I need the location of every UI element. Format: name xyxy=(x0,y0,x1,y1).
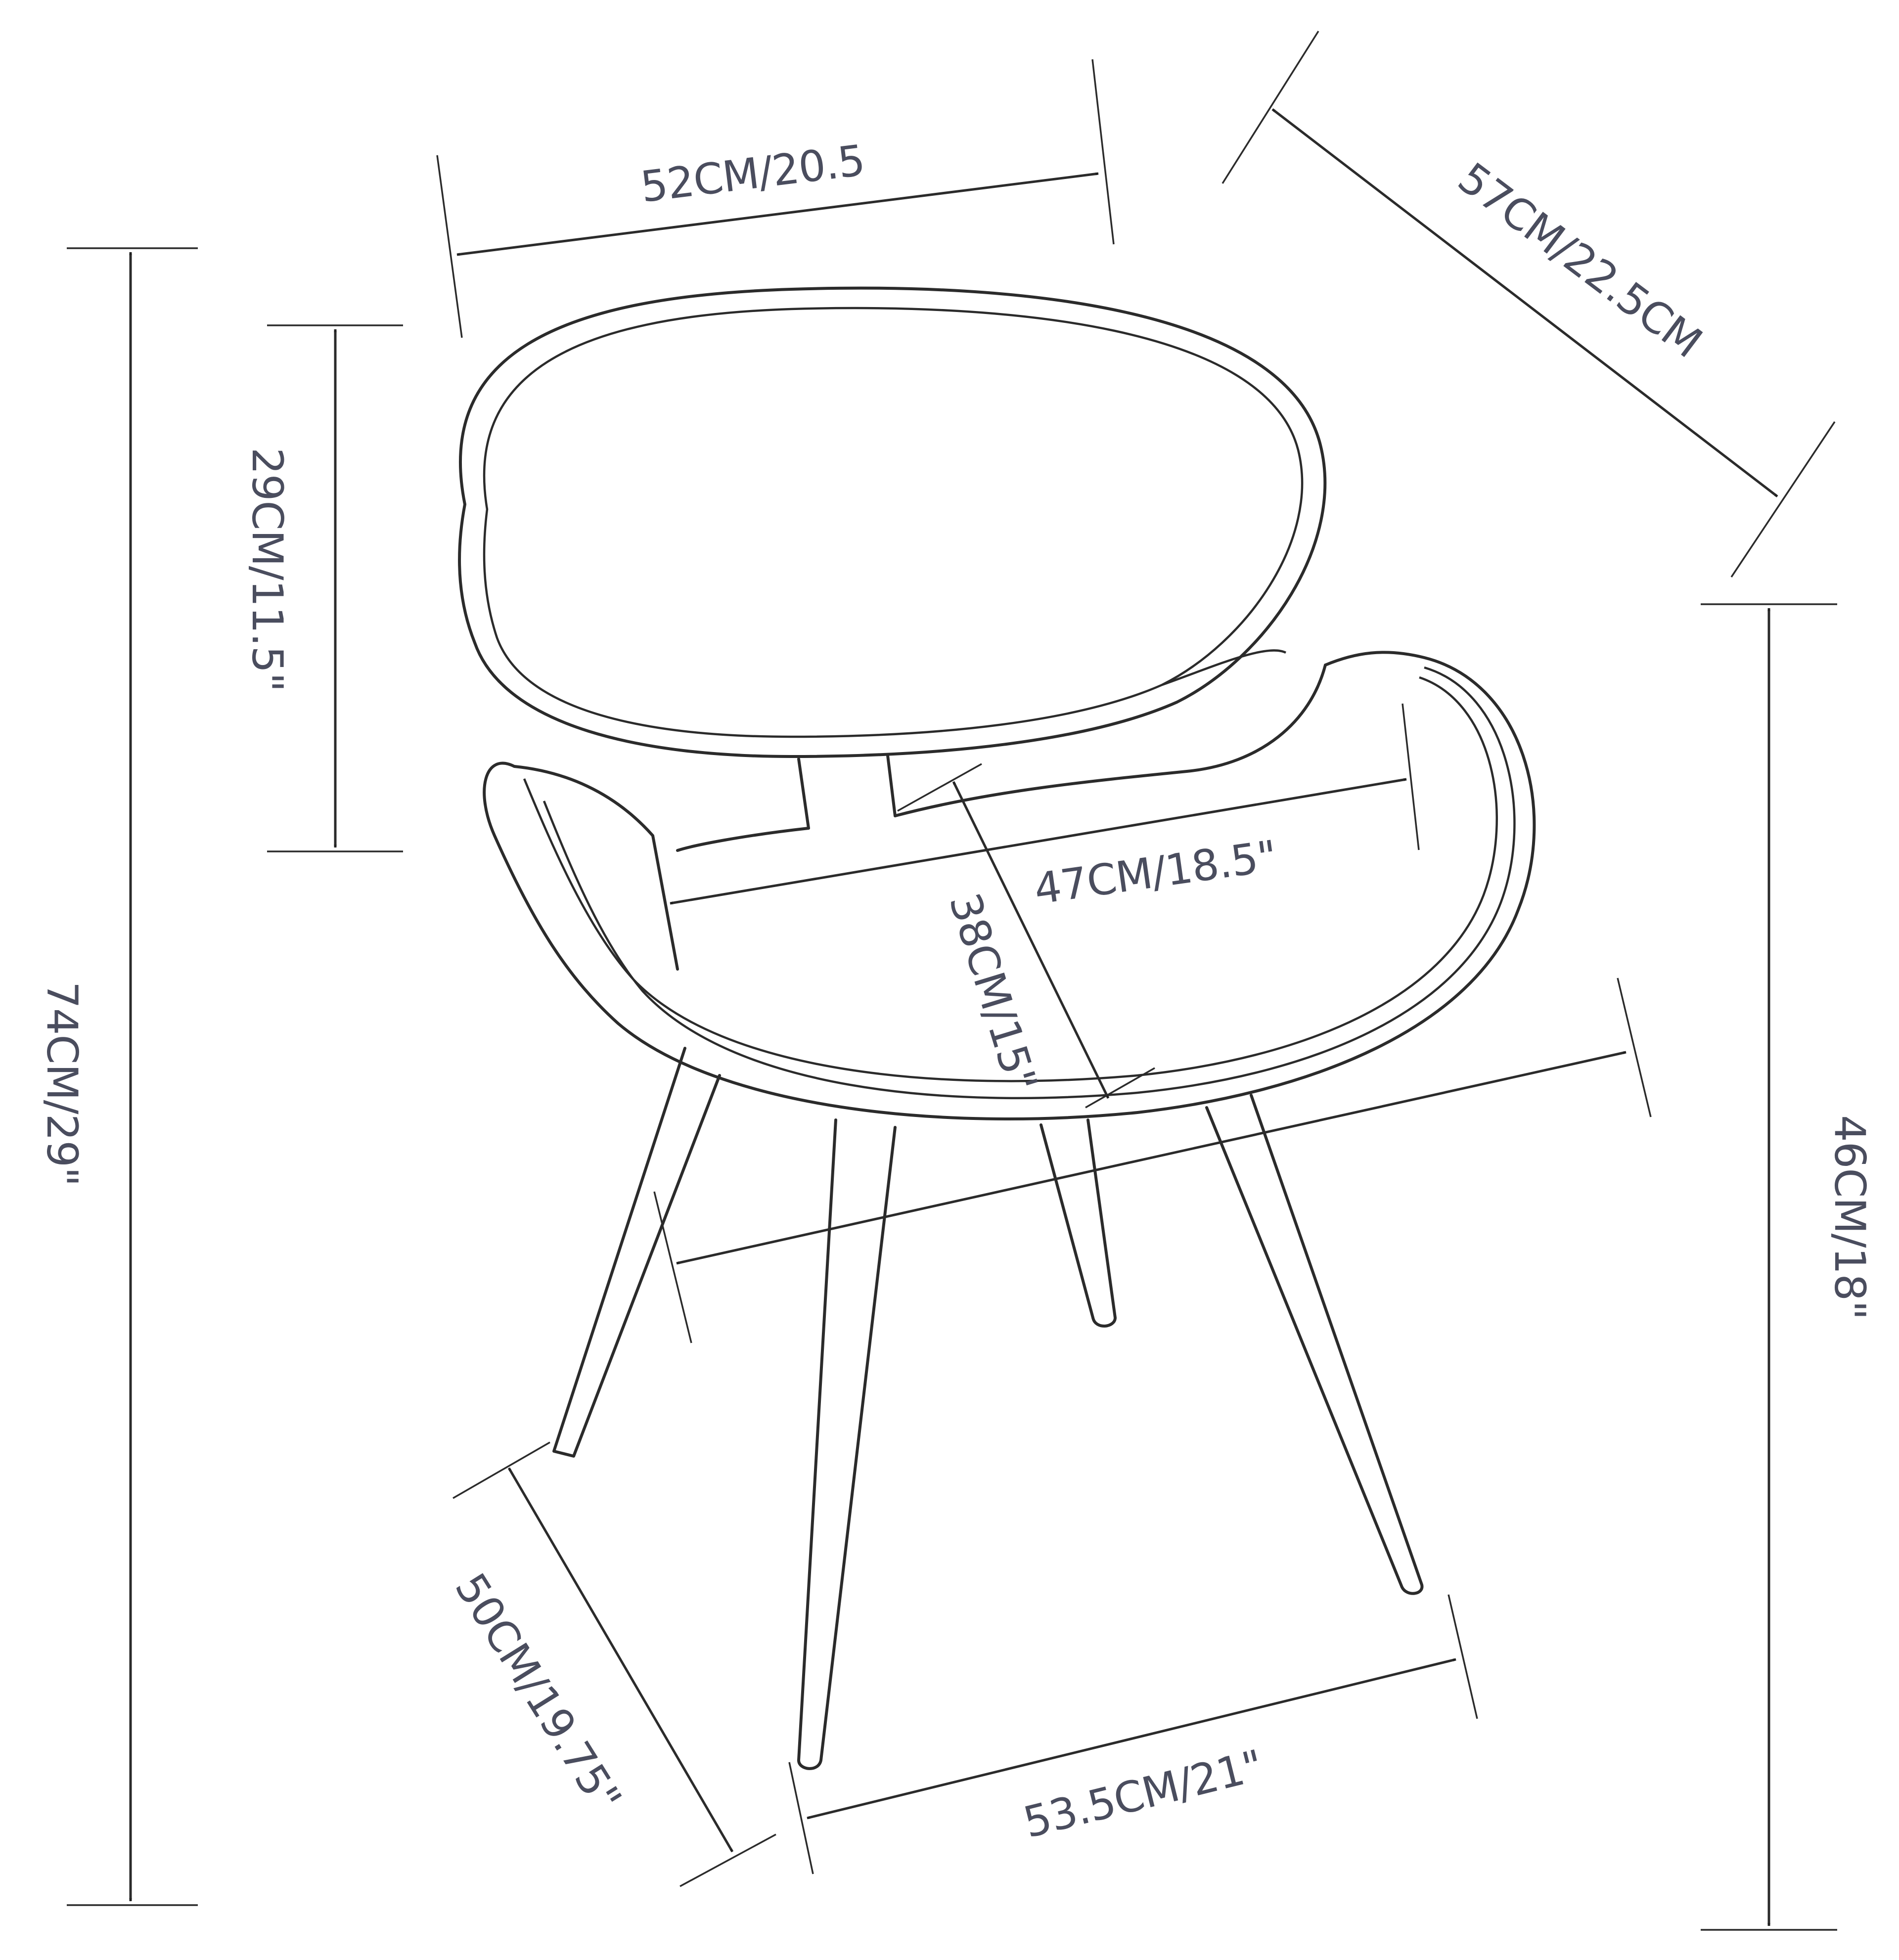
dim-backrest-height xyxy=(267,324,403,852)
dim-backrest-width xyxy=(436,59,1115,338)
dim-seat-span-unlabeled xyxy=(653,978,1652,1343)
dim-overall-depth xyxy=(1221,31,1836,578)
chair-backrest xyxy=(457,286,1327,830)
label-backrest-height: 29CM/11.5" xyxy=(242,447,292,692)
chair-legs xyxy=(552,1047,1424,1770)
label-overall-height: 74CM/29" xyxy=(37,981,87,1186)
dim-leg-base-width xyxy=(788,1594,1478,1874)
label-seat-height: 46CM/18" xyxy=(1825,1115,1874,1320)
dim-leg-base-depth xyxy=(452,1441,776,1887)
dim-seat-height xyxy=(1701,603,1837,1931)
dim-overall-height xyxy=(67,247,198,1906)
